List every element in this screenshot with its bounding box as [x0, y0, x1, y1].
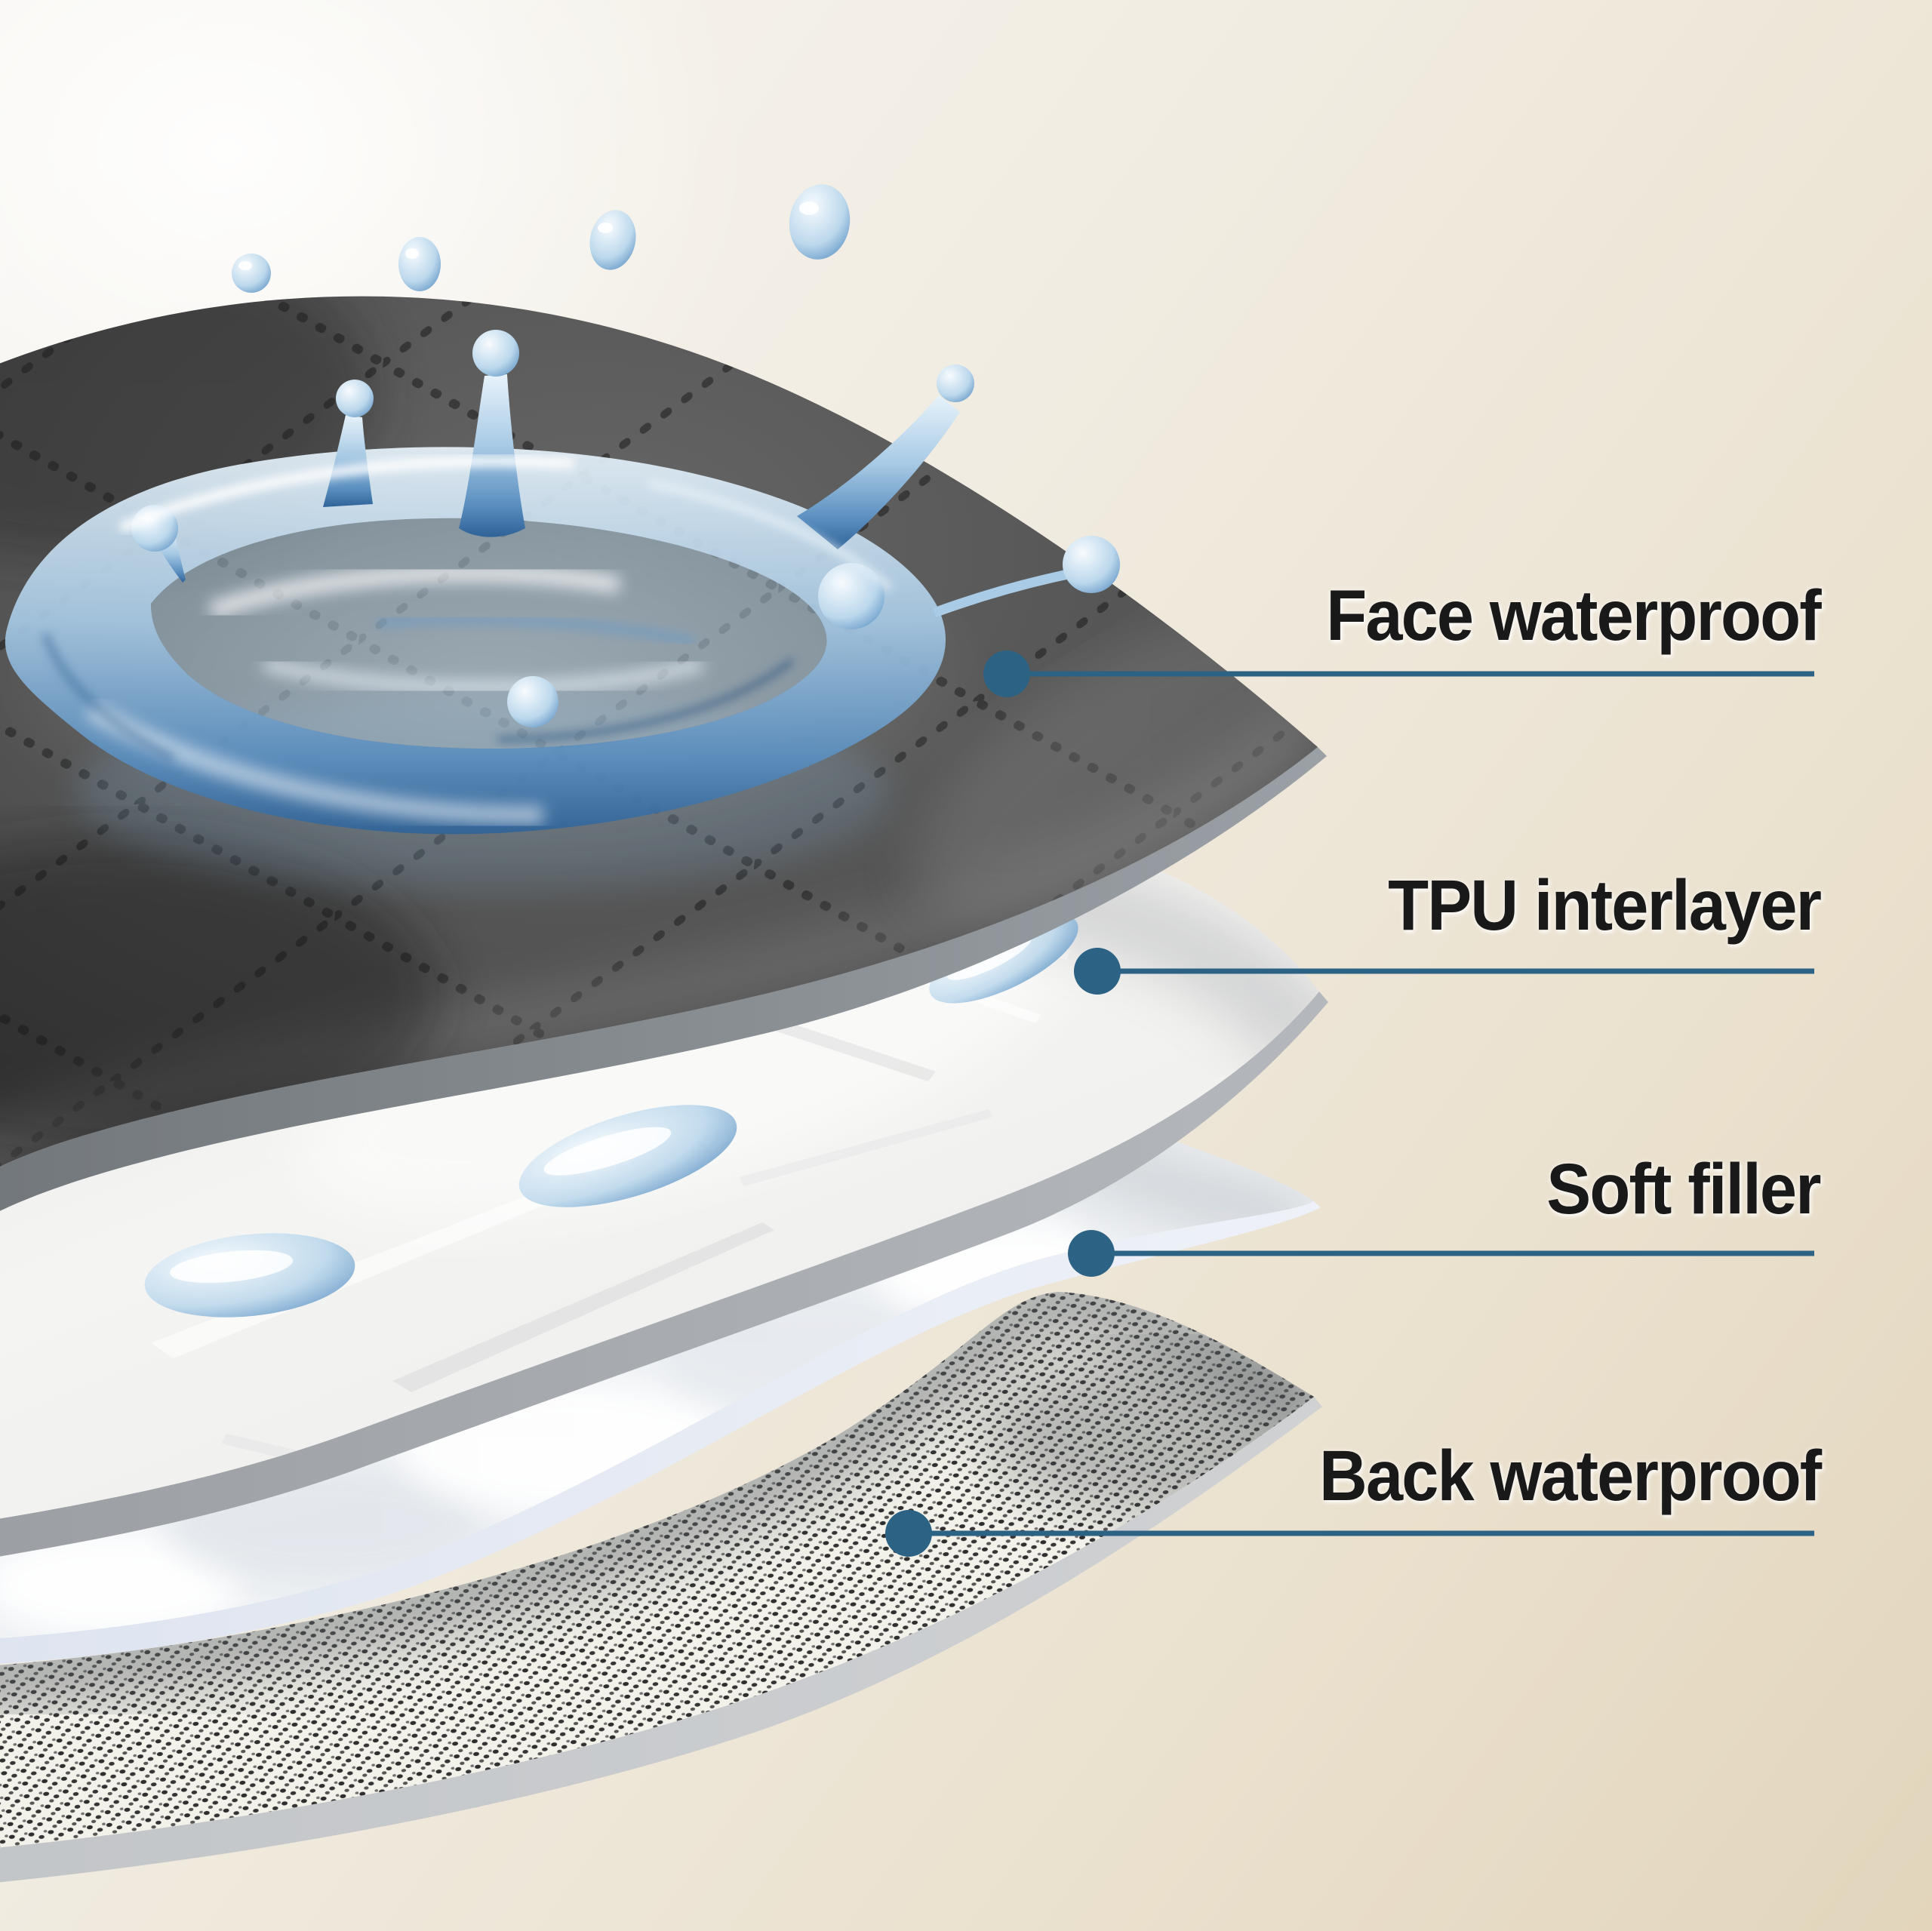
face-layer-edge [0, 747, 1327, 1211]
callout-label-soft-filler: Soft filler [1546, 1149, 1822, 1229]
floating-droplets [232, 184, 851, 293]
water-splash [5, 184, 1120, 835]
callout-dot-back-waterproof [885, 1510, 932, 1557]
tpu-layer-edge [0, 992, 1328, 1557]
callout-dot-tpu-interlayer [1074, 948, 1121, 995]
callout-dot-soft-filler [1068, 1230, 1115, 1277]
soft-filler-edge [0, 1201, 1321, 1664]
callout-label-face-waterproof: Face waterproof [1326, 576, 1821, 656]
callout-label-tpu-interlayer: TPU interlayer [1387, 866, 1822, 946]
callout-label-back-waterproof: Back waterproof [1318, 1436, 1822, 1516]
callouts [885, 650, 1814, 1557]
water-droplet-on-film [144, 1233, 355, 1318]
water-droplet-on-film [518, 1105, 737, 1207]
callout-dot-face-waterproof [983, 650, 1030, 697]
back-layer-edge [0, 1397, 1322, 1883]
